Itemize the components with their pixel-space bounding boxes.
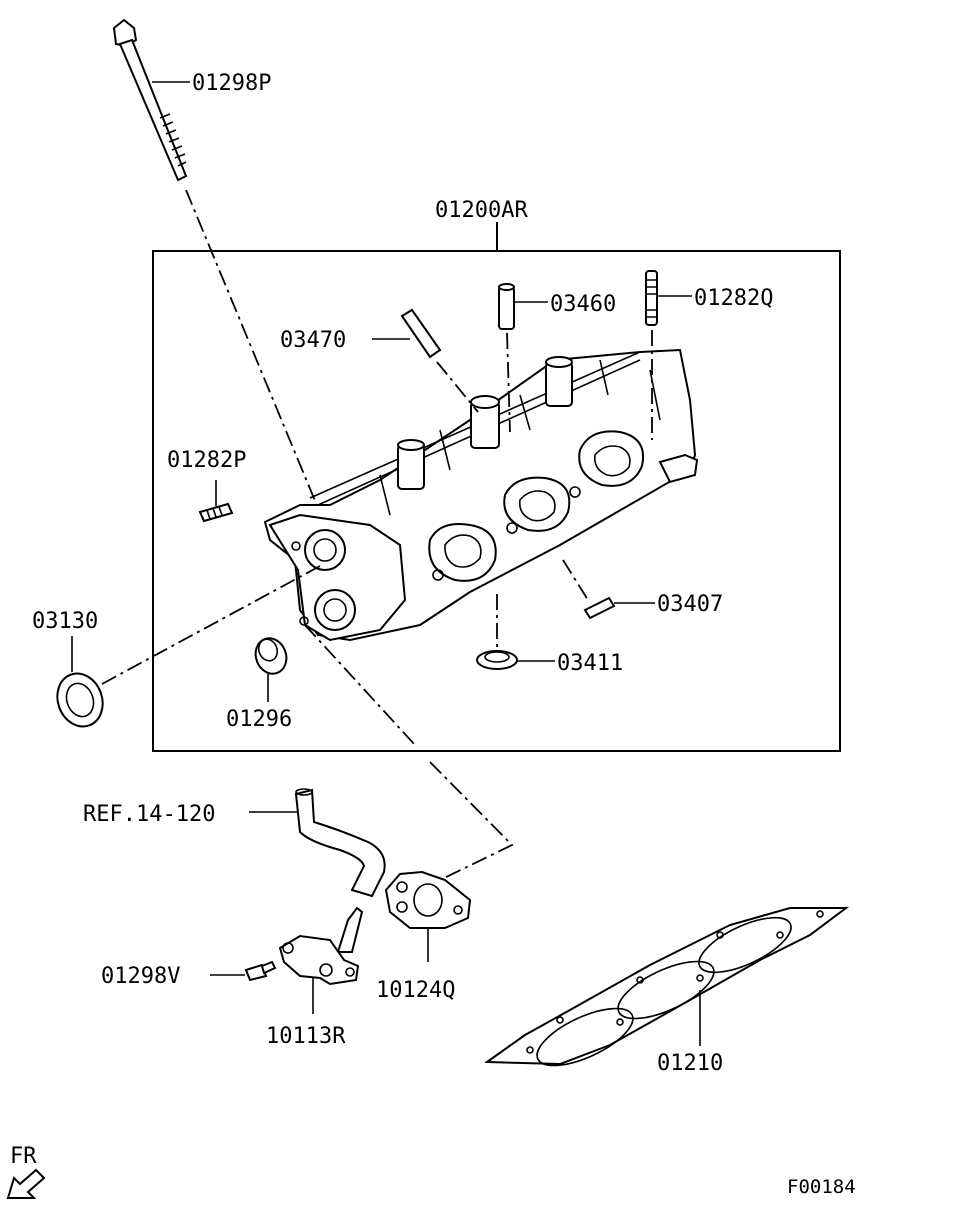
seal-ring-icon xyxy=(583,596,616,620)
label-stud-a: 03460 xyxy=(550,292,616,317)
bolt-short-icon xyxy=(244,960,277,982)
label-stud-c: 01282P xyxy=(167,448,246,473)
label-assembly: 01200AR xyxy=(435,198,528,223)
stud-b-icon xyxy=(645,270,658,326)
oil-seal-icon xyxy=(56,672,104,728)
valve-guide-icon xyxy=(400,308,442,359)
label-head-gasket: 01210 xyxy=(657,1051,723,1076)
label-valve-stem-seal: 03411 xyxy=(557,651,623,676)
valve-stem-seal-icon xyxy=(476,650,518,670)
head-gasket-icon xyxy=(483,907,849,1067)
label-valve-guide: 03470 xyxy=(280,328,346,353)
label-plug: 01296 xyxy=(226,707,292,732)
hose-icon xyxy=(294,788,386,953)
figure-code: F00184 xyxy=(787,1176,856,1198)
label-gasket-outlet: 10124Q xyxy=(376,978,455,1003)
label-hose-ref: REF.14-120 xyxy=(83,802,215,827)
label-stud-b: 01282Q xyxy=(694,286,773,311)
plug-icon xyxy=(254,637,288,675)
bolt-long-icon xyxy=(112,18,188,182)
label-bolt-short: 01298V xyxy=(101,964,180,989)
label-water-outlet: 10113R xyxy=(266,1024,346,1049)
stud-c-icon xyxy=(198,502,234,523)
water-outlet-icon xyxy=(278,934,360,986)
label-seal-ring: 03407 xyxy=(657,592,723,617)
stud-a-icon xyxy=(498,283,515,330)
gasket-outlet-icon xyxy=(384,870,472,929)
front-arrow-icon xyxy=(6,1168,46,1199)
label-front-indicator: FR xyxy=(10,1144,37,1169)
label-bolt-long: 01298P xyxy=(192,71,271,96)
cylinder-head-icon xyxy=(263,348,699,642)
label-oil-seal: 03130 xyxy=(32,609,98,634)
